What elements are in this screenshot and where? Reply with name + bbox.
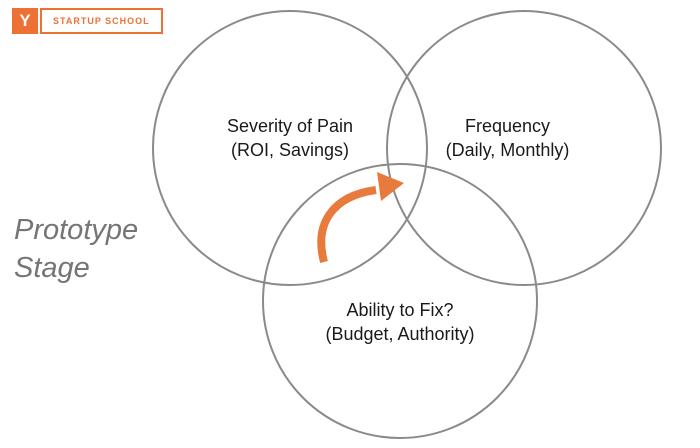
ability-title: Ability to Fix? [346,300,454,320]
ability-subtitle: (Budget, Authority) [325,324,475,345]
label-ability-to-fix: Ability to Fix? (Budget, Authority) [275,298,525,347]
curved-arrow-head [377,172,404,201]
curved-arrow-icon [317,172,404,264]
stage-label-line2: Stage [14,251,90,284]
frequency-title: Frequency [464,116,551,136]
circle-ability-to-fix [262,163,538,439]
label-severity-of-pain: Severity of Pain (ROI, Savings) [165,114,415,163]
stage-label-line1: Prototype [14,214,139,246]
y-combinator-icon: Y [12,8,38,34]
label-frequency: Frequency (Daily, Monthly) [400,114,615,163]
logo-text-box: STARTUP SCHOOL [40,8,163,34]
stage-label: Prototype Stage [14,212,138,287]
curved-arrow-shaft [317,186,377,264]
circle-frequency [386,10,662,286]
severity-subtitle: (ROI, Savings) [230,140,350,161]
logo-text: STARTUP SCHOOL [53,16,150,26]
startup-school-logo: Y STARTUP SCHOOL [12,8,163,34]
circle-severity-of-pain [152,10,428,286]
frequency-subtitle: (Daily, Monthly) [445,140,570,161]
severity-title: Severity of Pain [226,116,354,136]
